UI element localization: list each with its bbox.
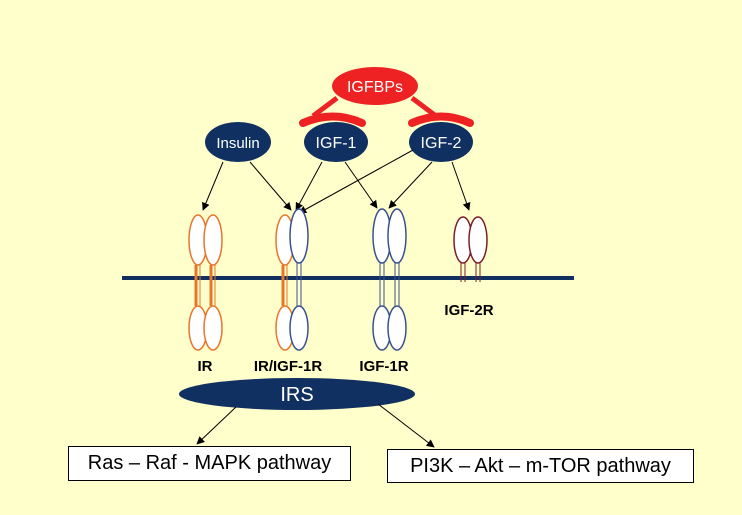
arrow-irs-mapk bbox=[196, 406, 237, 445]
igfbps-node: IGFBPs bbox=[332, 67, 418, 105]
ir-receptor bbox=[188, 214, 223, 351]
arrow-insulin-irigf1r bbox=[249, 161, 292, 211]
mapk-pathway-label: Ras – Raf - MAPK pathway bbox=[87, 452, 332, 474]
irs-node: IRS bbox=[179, 378, 415, 410]
ir-label: IR bbox=[198, 358, 213, 375]
arrow-igf2-igf1r bbox=[388, 161, 433, 209]
igf1-label: IGF-1 bbox=[316, 135, 357, 152]
arrow-igf1-irigf1r bbox=[295, 161, 323, 211]
arrow-igf1-igf1r bbox=[344, 161, 378, 209]
arrow-insulin-ir bbox=[202, 161, 224, 211]
igfbps-label: IGFBPs bbox=[347, 79, 403, 96]
igf1r-receptor bbox=[372, 208, 407, 351]
igf2r-label: IGF-2R bbox=[444, 302, 493, 319]
pi3k-pathway-label: PI3K – Akt – m-TOR pathway bbox=[410, 454, 671, 477]
irs-arrows bbox=[196, 403, 435, 448]
insulin-label: Insulin bbox=[216, 135, 259, 152]
ir-igf1r-label: IR/IGF-1R bbox=[254, 358, 323, 375]
igf1r-label: IGF-1R bbox=[359, 358, 408, 375]
arrow-igf2-igf2r bbox=[451, 161, 471, 211]
igf2r-receptor bbox=[453, 216, 488, 282]
igf2-label: IGF-2 bbox=[421, 135, 462, 152]
insulin-node: Insulin bbox=[205, 122, 271, 162]
arrow-irs-pi3k bbox=[377, 403, 435, 448]
irs-label: IRS bbox=[280, 384, 313, 406]
pi3k-pathway-box: PI3K – Akt – m-TOR pathway bbox=[387, 449, 694, 483]
arrow-igf2-irigf1r bbox=[298, 149, 414, 214]
ligand-arrows bbox=[202, 149, 471, 214]
ir-igf1r-receptor bbox=[275, 208, 309, 351]
igf1-node: IGF-1 bbox=[304, 122, 368, 162]
igf2-node: IGF-2 bbox=[409, 122, 473, 162]
igfbp-binding bbox=[299, 96, 474, 127]
mapk-pathway-box: Ras – Raf - MAPK pathway bbox=[68, 446, 351, 481]
